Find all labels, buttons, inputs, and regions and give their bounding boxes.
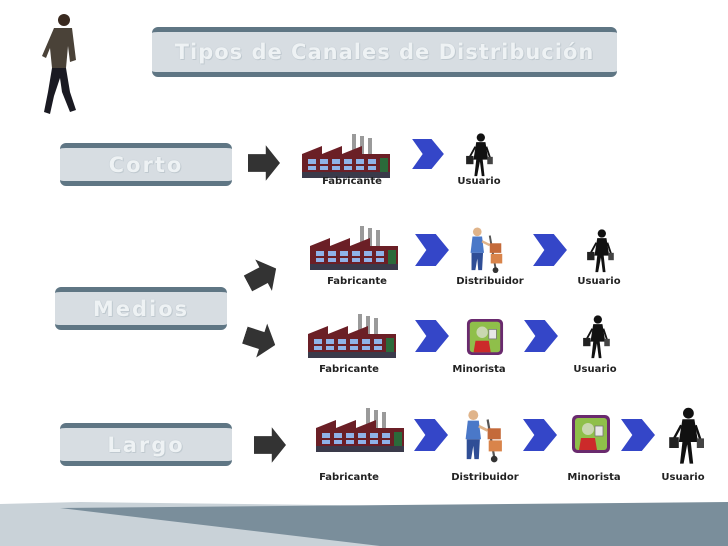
node-label-medios-1-distribuidor: Distribuidor [456,276,524,287]
footer-stripe [0,502,728,546]
node-label-largo-distribuidor: Distribuidor [451,472,519,483]
node-label-medios-1-fabricante: Fabricante [327,276,387,287]
arrow-corto-icon [248,144,280,182]
hand-truck-worker-icon [459,404,503,468]
chevron-icon [523,412,557,458]
node-label-medios-2-usuario: Usuario [573,364,617,375]
retailer-icon [571,410,611,458]
node-label-medios-2-minorista: Minorista [452,364,506,375]
chevron-icon [414,234,450,266]
shopper-icon [580,314,612,360]
factory-icon [298,132,394,182]
factory-icon [304,312,400,362]
node-label-largo-usuario: Usuario [661,472,705,483]
channel-label-largo: Largo [60,423,232,466]
retailer-icon [466,318,504,356]
shopper-icon [584,228,616,274]
factory-icon [312,404,408,458]
channel-label-largo-text: Largo [107,432,185,457]
node-label-corto-fabricante: Fabricante [322,176,382,187]
channel-label-corto-text: Corto [108,152,184,177]
node-label-medios-1-usuario: Usuario [577,276,621,287]
shopper-icon [463,132,495,178]
chevron-icon [523,320,559,352]
channel-label-corto: Corto [60,143,232,186]
shopper-icon [668,404,704,468]
node-label-largo-fabricante: Fabricante [319,472,379,483]
node-label-corto-usuario: Usuario [457,176,501,187]
chevron-icon [414,320,450,352]
channel-label-medios-text: Medios [92,296,190,321]
channel-label-medios: Medios [55,287,227,330]
chevron-icon [532,234,568,266]
node-label-medios-2-fabricante: Fabricante [319,364,379,375]
title-banner: Tipos de Canales de Distribución [152,27,617,77]
factory-icon [306,224,402,274]
chevron-icon [410,139,446,169]
arrow-largo-icon [254,426,286,464]
arrow-medios-up-icon [239,253,284,300]
page-title: Tipos de Canales de Distribución [174,40,595,64]
chevron-icon [414,412,448,458]
chevron-icon [621,412,655,458]
node-label-largo-minorista: Minorista [567,472,621,483]
hand-truck-worker-icon [464,226,504,274]
arrow-medios-down-icon [239,318,281,362]
walking-businessman-icon [42,14,76,114]
